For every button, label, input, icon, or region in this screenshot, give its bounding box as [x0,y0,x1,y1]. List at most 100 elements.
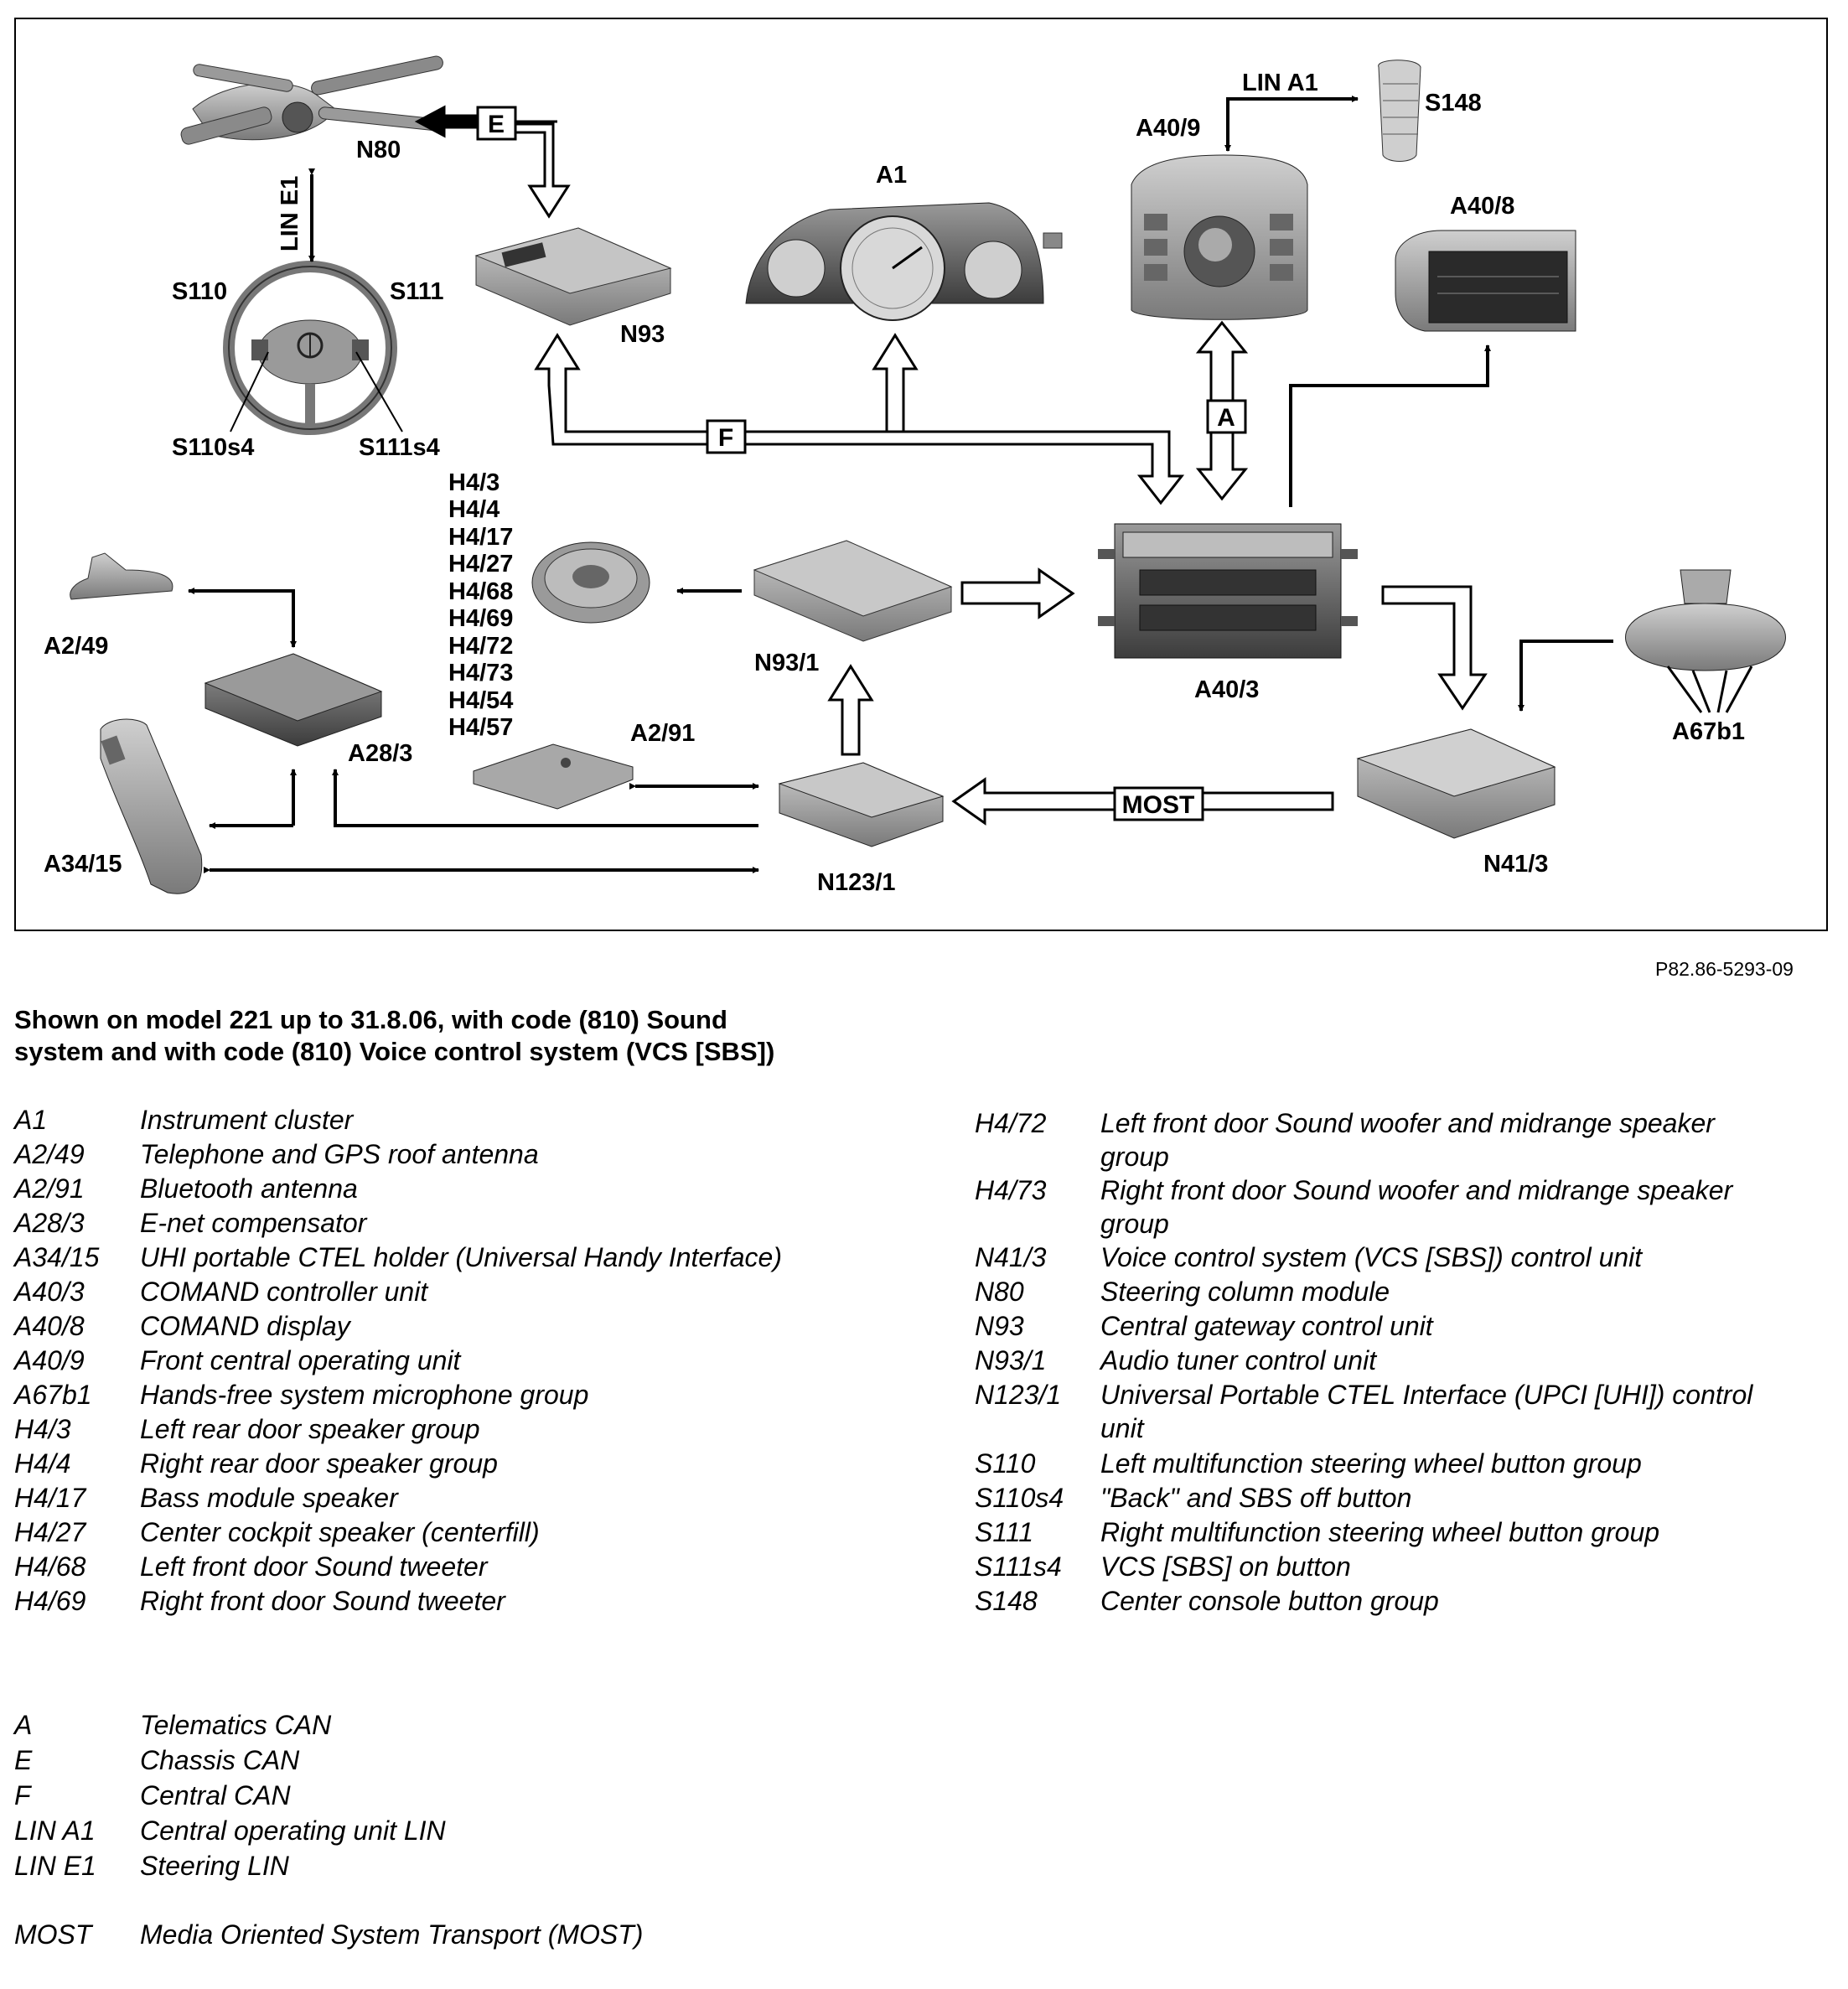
instrument-cluster-illustration [745,202,1063,321]
legend-code: H4/4 [14,1448,71,1479]
speaker-code: H4/57 [448,714,513,741]
label-n93-1: N93/1 [754,650,819,676]
legend-desc: COMAND display [140,1311,350,1341]
label-n80: N80 [356,137,401,163]
legend-code: F [14,1780,31,1810]
speaker-code: H4/72 [448,633,513,660]
legend-desc: Left multifunction steering wheel button… [1100,1448,1642,1479]
speaker-code: H4/4 [448,496,500,523]
legend-code: LIN A1 [14,1815,96,1846]
legend-code: LIN E1 [14,1851,96,1881]
legend-code: A28/3 [14,1208,85,1238]
legend-desc: Right front door Sound tweeter [140,1586,505,1616]
legend-desc: Right multifunction steering wheel butto… [1100,1517,1660,1547]
legend-code: N93 [975,1311,1024,1341]
legend-code: S148 [975,1586,1038,1616]
legend-code: MOST [14,1919,92,1950]
upci-control-unit-illustration [778,762,945,847]
speaker-code: H4/54 [448,687,513,714]
label-n41-3: N41/3 [1483,851,1548,878]
legend-desc: Steering LIN [140,1851,289,1881]
legend-desc: VCS [SBS] on button [1100,1551,1351,1582]
speaker-code: H4/17 [448,524,513,551]
label-a40-3: A40/3 [1194,676,1259,703]
legend-desc: Voice control system (VCS [SBS]) control… [1100,1242,1643,1272]
comand-display-illustration [1395,230,1576,332]
legend-code: H4/69 [14,1586,86,1616]
legend-desc: Center cockpit speaker (centerfill) [140,1517,540,1547]
steering-column-module-illustration [180,55,445,145]
legend-code: S110s4 [975,1483,1064,1513]
legend-code: N80 [975,1277,1024,1307]
connections [188,96,1613,873]
legend-code: N123/1 [975,1380,1062,1410]
microphone-illustration [1625,569,1786,713]
legend-desc: Left front door Sound woofer and midrang… [1100,1108,1715,1138]
speaker-code: H4/3 [448,469,500,496]
speaker-code-list: H4/3 H4/4 H4/17 H4/27 H4/68 H4/69 H4/72 … [448,469,513,741]
bluetooth-antenna-illustration [473,743,634,810]
legend-desc: Media Oriented System Transport (MOST) [140,1919,644,1950]
speaker-group-illustration [531,541,650,624]
legend-desc-continued: group [1100,1209,1169,1239]
legend-desc-continued: unit [1100,1413,1144,1443]
legend-desc: Left rear door speaker group [140,1414,480,1444]
label-a67b1: A67b1 [1672,718,1745,745]
legend-code: S111 [975,1517,1033,1547]
label-a40-8: A40/8 [1450,193,1514,220]
legend-desc: UHI portable CTEL holder (Universal Hand… [140,1242,782,1272]
legend-code: H4/17 [14,1483,86,1513]
legend-desc: Left front door Sound tweeter [140,1551,488,1582]
legend-code: A40/8 [14,1311,85,1341]
legend-desc: Bass module speaker [140,1483,398,1513]
network-diagram: E F A MOST LIN A1 LIN E1 N80 S110 S111 S… [14,18,1828,931]
label-a28-3: A28/3 [348,740,412,767]
center-console-buttons-illustration [1378,60,1421,162]
legend-code: A40/3 [14,1277,85,1307]
label-s110s4: S110s4 [172,434,254,461]
bus-label-lin-e1: LIN E1 [277,176,303,251]
front-central-operating-unit-illustration [1131,154,1308,320]
legend-code: A67b1 [14,1380,92,1410]
legend-code: A40/9 [14,1345,85,1375]
legend-desc: Telematics CAN [140,1710,332,1740]
legend-desc: Telephone and GPS roof antenna [140,1139,539,1169]
caption-line: Shown on model 221 up to 31.8.06, with c… [14,1005,727,1034]
legend-desc: Steering column module [1100,1277,1390,1307]
bus-label-most: MOST [1122,791,1195,819]
steering-wheel-illustration [223,261,397,435]
bus-label-lin-a1: LIN A1 [1242,70,1318,96]
legend-desc: COMAND controller unit [140,1277,428,1307]
legend-desc: Front central operating unit [140,1345,461,1375]
legend-desc: Audio tuner control unit [1100,1345,1377,1375]
comand-controller-illustration [1098,523,1358,659]
caption-line: system and with code (810) Voice control… [14,1037,775,1066]
label-s110: S110 [172,278,227,305]
legend-desc: Right rear door speaker group [140,1448,498,1479]
legend-code: N93/1 [975,1345,1047,1375]
label-a2-49: A2/49 [44,633,108,660]
vcs-control-unit-illustration [1356,728,1556,839]
legend-code: H4/73 [975,1175,1047,1205]
roof-antenna-illustration [70,552,173,600]
speaker-code: H4/73 [448,660,513,686]
legend-code: A [14,1710,33,1740]
legend-desc: E-net compensator [140,1208,367,1238]
central-gateway-illustration [474,227,672,326]
speaker-code: H4/27 [448,551,513,578]
label-n123-1: N123/1 [817,869,896,896]
legend-desc: "Back" and SBS off button [1100,1483,1412,1513]
audio-tuner-illustration [753,540,953,642]
legend-desc: Instrument cluster [140,1105,354,1135]
legend-code: A2/49 [14,1139,85,1169]
label-a34-15: A34/15 [44,851,122,878]
legend-desc: Center console button group [1100,1586,1439,1616]
legend-code: A2/91 [14,1173,85,1204]
legend-code: A34/15 [14,1242,100,1272]
label-n93: N93 [620,321,665,348]
legend-code: A1 [14,1105,48,1135]
legend-desc: Right front door Sound woofer and midran… [1100,1175,1733,1205]
legend-code: H4/3 [14,1414,71,1444]
diagram-frame [14,18,1828,931]
legend-code: N41/3 [975,1242,1047,1272]
